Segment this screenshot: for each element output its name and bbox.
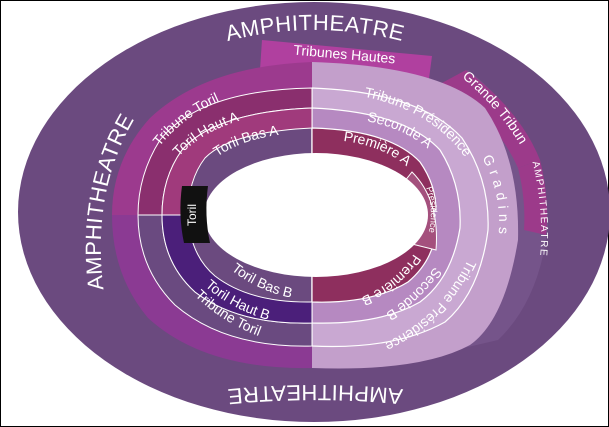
toril-label: Toril bbox=[185, 204, 199, 226]
amphitheatre-bottom-label: AMPHITHEATRE bbox=[226, 380, 403, 409]
toril-gate[interactable] bbox=[180, 186, 210, 243]
arena-floor bbox=[204, 153, 428, 277]
tribune-toril-top-section[interactable] bbox=[112, 62, 312, 215]
toril-bas-b-section[interactable] bbox=[161, 214, 313, 324]
tribune-toril-bottom-section[interactable] bbox=[112, 215, 312, 369]
amphitheatre-right-section[interactable] bbox=[518, 160, 548, 235]
